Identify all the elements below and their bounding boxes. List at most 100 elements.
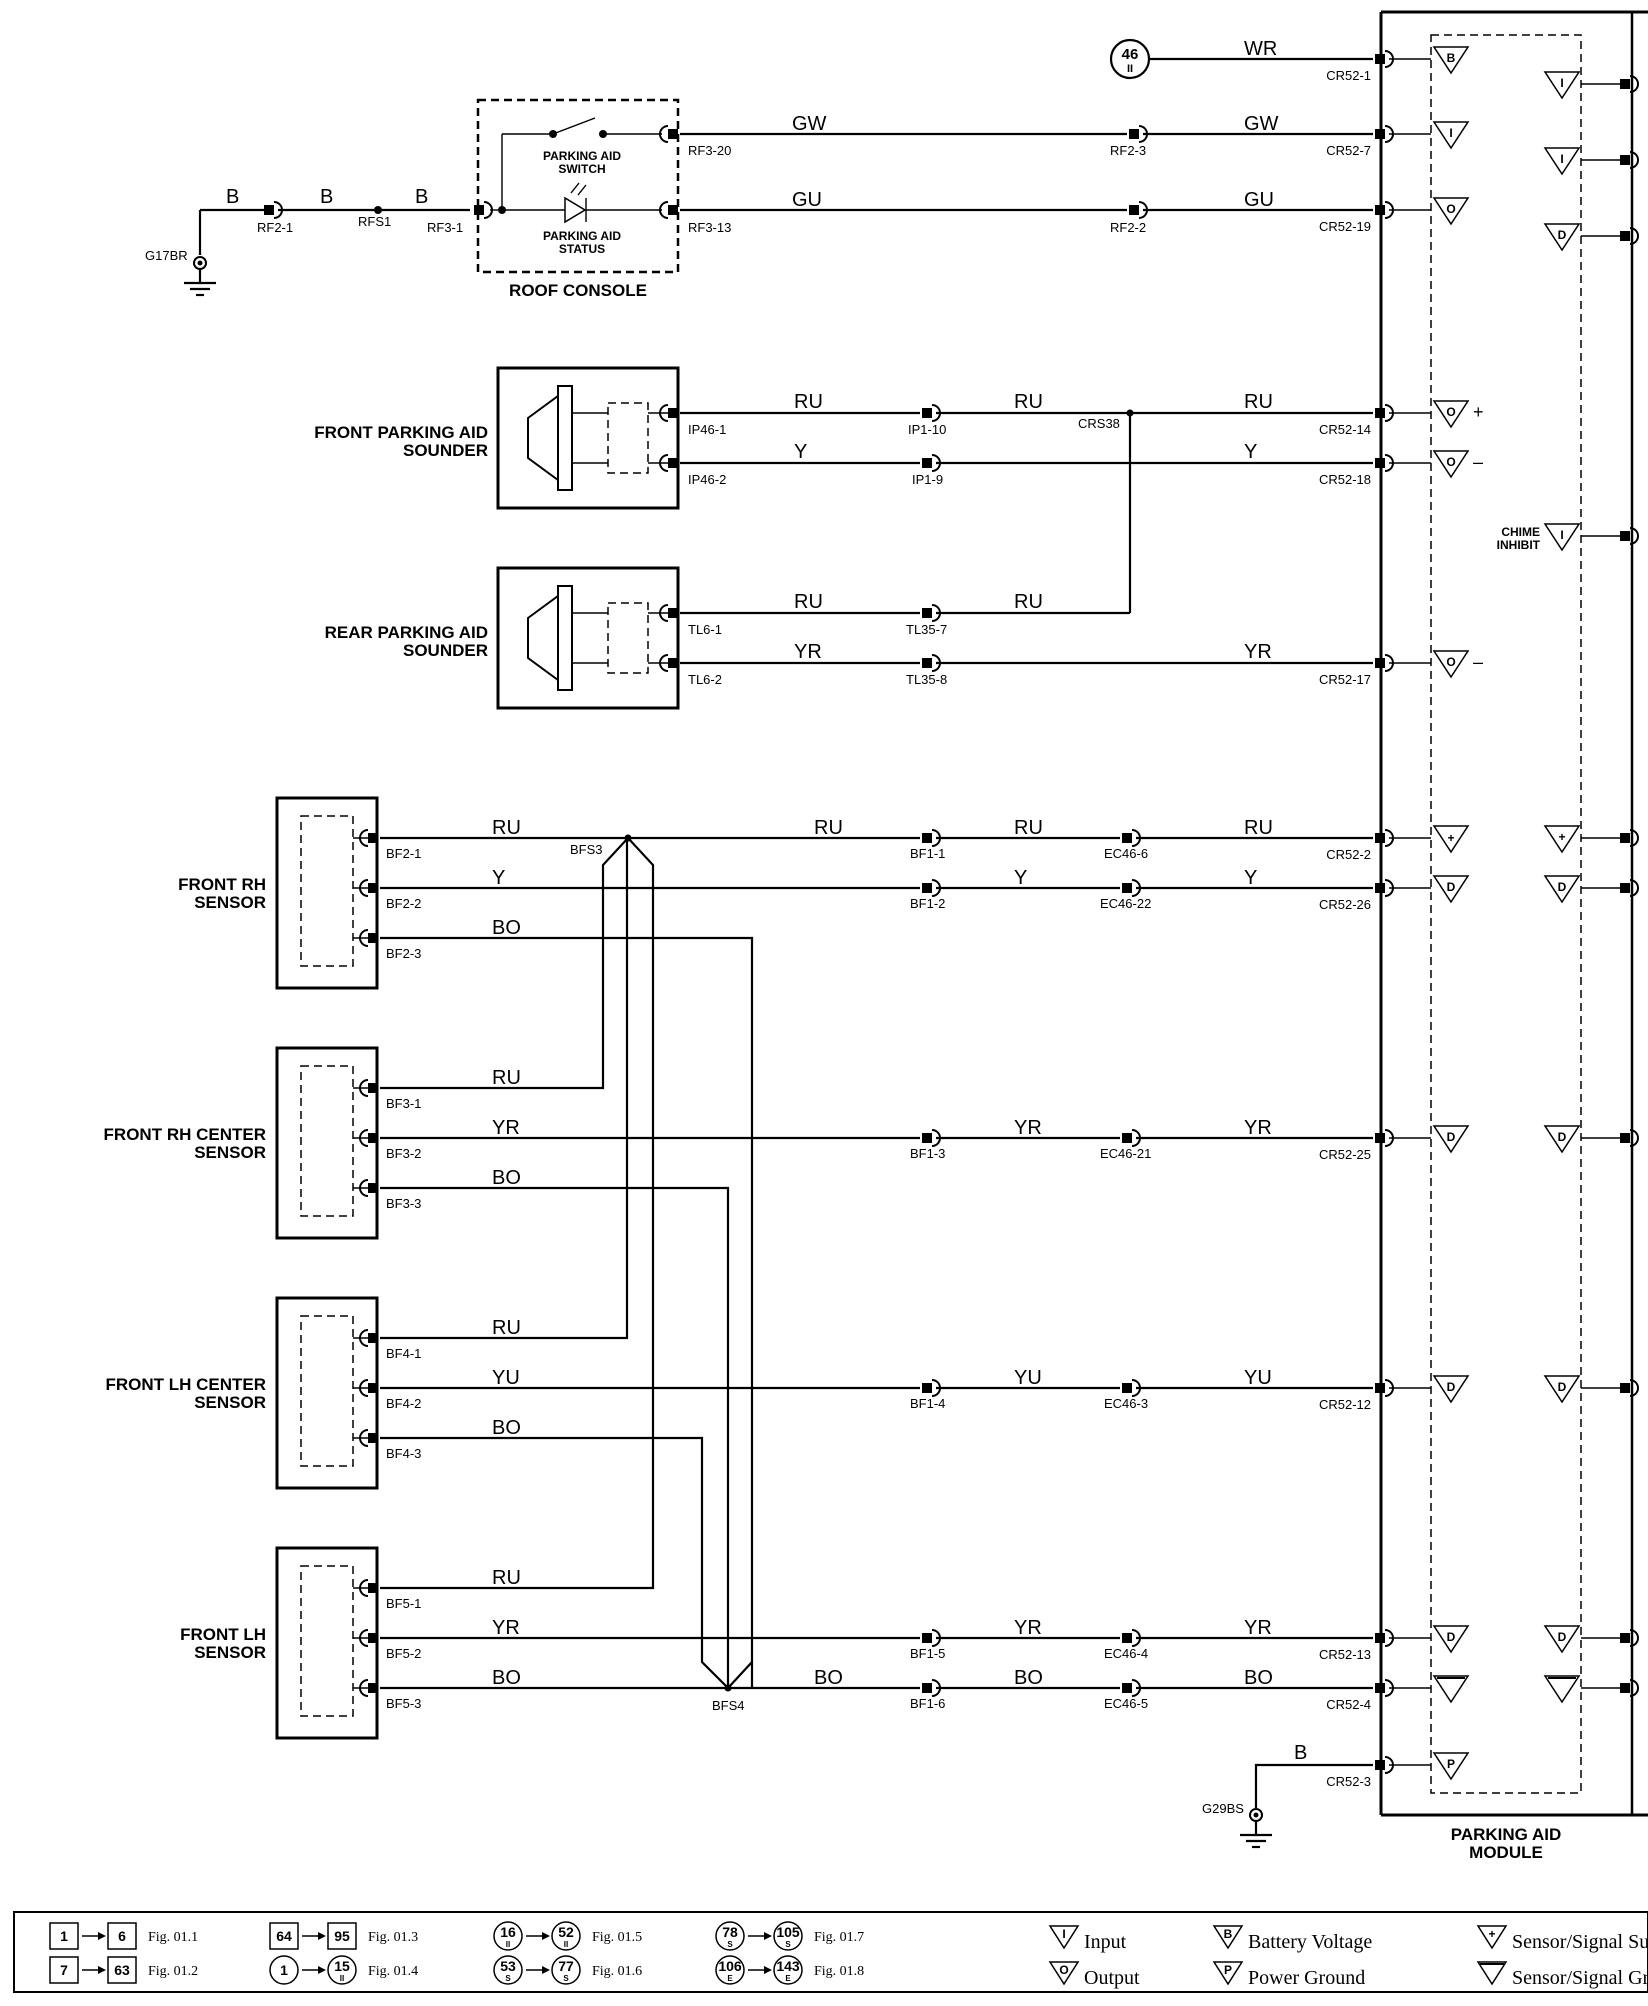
svg-text:BO: BO — [492, 1667, 521, 1689]
svg-text:53: 53 — [500, 1958, 516, 1974]
svg-text:O: O — [1446, 405, 1455, 419]
svg-text:Fig. 01.3: Fig. 01.3 — [368, 1930, 418, 1945]
svg-text:II: II — [506, 1940, 510, 1949]
pin-label: IP1-9 — [912, 472, 943, 487]
svg-text:D: D — [1558, 1130, 1567, 1144]
svg-text:Sensor/Signal Gr: Sensor/Signal Gr — [1512, 1967, 1648, 1989]
pin-type-icon: D — [1433, 1625, 1469, 1653]
pin-label: BF1-1 — [910, 846, 945, 861]
svg-text:D: D — [1447, 1130, 1456, 1144]
svg-text:RU: RU — [1014, 591, 1043, 613]
svg-text:Fig. 01.2: Fig. 01.2 — [148, 1964, 198, 1979]
pin-type-icon: P — [1433, 1752, 1469, 1780]
svg-text:YR: YR — [1244, 641, 1272, 663]
module-pin-label: CR52-18 — [1319, 472, 1371, 487]
svg-text:52: 52 — [558, 1924, 574, 1940]
svg-text:I: I — [1449, 126, 1452, 140]
svg-text:63: 63 — [114, 1962, 130, 1978]
svg-text:16: 16 — [500, 1924, 516, 1940]
svg-text:YU: YU — [1014, 1367, 1042, 1389]
svg-text:BO: BO — [492, 1167, 521, 1189]
svg-text:I: I — [1062, 1927, 1065, 1941]
module-pin-label: CR52-2 — [1326, 847, 1371, 862]
svg-text:RU: RU — [492, 1567, 521, 1589]
svg-text:GU: GU — [1244, 189, 1274, 211]
pin-label: BF2-1 — [386, 846, 421, 861]
svg-text:II: II — [1127, 63, 1133, 75]
svg-text:O: O — [1446, 655, 1455, 669]
svg-text:YU: YU — [492, 1367, 520, 1389]
pin-label: BF4-2 — [386, 1396, 421, 1411]
svg-text:YR: YR — [1014, 1617, 1042, 1639]
svg-text:1: 1 — [280, 1962, 288, 1978]
pin-label: EC46-3 — [1104, 1396, 1148, 1411]
front-sounder-icon — [496, 366, 680, 510]
legend-symbol: I Input — [1048, 1925, 1127, 1953]
pin-label: BF3-3 — [386, 1196, 421, 1211]
pin-type-icon: I — [1544, 147, 1639, 175]
svg-text:Sensor/Signal Su: Sensor/Signal Su — [1512, 1931, 1648, 1953]
svg-text:Fig. 01.7: Fig. 01.7 — [814, 1930, 864, 1945]
pin-label: RF3-1 — [427, 220, 463, 235]
pin-label: BF5-3 — [386, 1696, 421, 1711]
svg-text:D: D — [1558, 1380, 1567, 1394]
module-pin-label: CR52-3 — [1326, 1774, 1371, 1789]
legend-symbol: Sensor/Signal Gr — [1476, 1961, 1648, 1989]
svg-text:B: B — [1294, 1742, 1307, 1764]
svg-text:Input: Input — [1084, 1931, 1127, 1953]
pin-label: EC46-21 — [1100, 1146, 1151, 1161]
svg-text:RU: RU — [1014, 817, 1043, 839]
svg-text:P: P — [1447, 1757, 1455, 1771]
svg-text:46: 46 — [1122, 46, 1139, 63]
rear-sounder-icon — [496, 566, 680, 710]
svg-text:143: 143 — [776, 1958, 800, 1974]
svg-text:YU: YU — [1244, 1367, 1272, 1389]
svg-text:Fig. 01.5: Fig. 01.5 — [592, 1930, 642, 1945]
svg-text:YR: YR — [794, 641, 822, 663]
svg-text:1: 1 — [60, 1928, 68, 1944]
pin-label: TL6-1 — [688, 622, 722, 637]
pin-label: RF3-20 — [688, 143, 731, 158]
svg-text:I: I — [1560, 528, 1563, 542]
svg-text:P: P — [1224, 1963, 1232, 1977]
svg-text:S: S — [785, 1940, 791, 1949]
svg-text:6: 6 — [118, 1928, 126, 1944]
pin-type-icon: D — [1433, 1125, 1469, 1153]
svg-text:Fig. 01.6: Fig. 01.6 — [592, 1964, 642, 1979]
pin-label: TL35-7 — [906, 622, 947, 637]
svg-text:Output: Output — [1084, 1967, 1140, 1989]
svg-text:II: II — [340, 1974, 344, 1983]
pin-label: BF3-1 — [386, 1096, 421, 1111]
svg-text:S: S — [727, 1940, 733, 1949]
splice-label: BFS4 — [712, 1698, 745, 1713]
svg-text:BO: BO — [1014, 1667, 1043, 1689]
pin-type-icon — [1433, 1675, 1469, 1703]
svg-text:GW: GW — [792, 113, 827, 135]
pin-type-icon: I — [1544, 71, 1639, 99]
svg-text:RU: RU — [1244, 817, 1273, 839]
svg-text:YR: YR — [492, 1117, 520, 1139]
module-pin-label: CR52-4 — [1326, 1697, 1371, 1712]
splice-label: CRS38 — [1078, 416, 1120, 431]
pin-label: TL6-2 — [688, 672, 722, 687]
pin-label: IP1-10 — [908, 422, 946, 437]
pin-label: EC46-5 — [1104, 1696, 1148, 1711]
module-pin-label: CR52-14 — [1319, 422, 1371, 437]
svg-text:RU: RU — [814, 817, 843, 839]
pin-label: RF3-13 — [688, 220, 731, 235]
module-pin-label: CR52-19 — [1319, 219, 1371, 234]
pin-type-icon: D — [1544, 1625, 1639, 1653]
svg-text:O: O — [1446, 455, 1455, 469]
svg-text:RU: RU — [794, 391, 823, 413]
